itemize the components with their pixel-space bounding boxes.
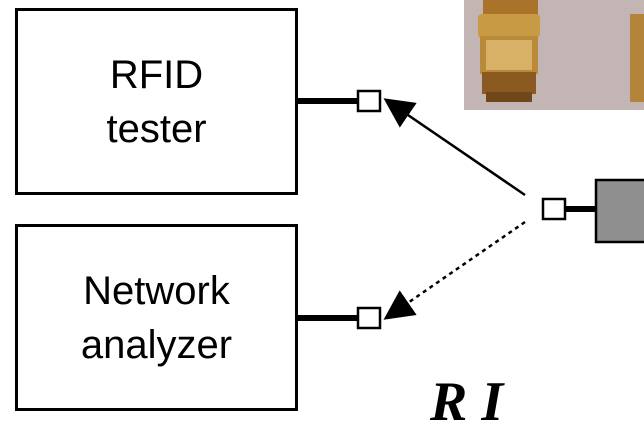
partial-math-label: R I bbox=[430, 371, 504, 433]
connector-right-icon bbox=[630, 14, 644, 102]
solid-arrow bbox=[383, 98, 526, 197]
network-analyzer-label-line2: analyzer bbox=[80, 322, 233, 367]
dotted-arrow bbox=[383, 220, 526, 320]
rfid-tester-label-line2: tester bbox=[106, 106, 207, 151]
network-analyzer-port-icon bbox=[356, 306, 382, 330]
network-analyzer-label-line1: Network bbox=[83, 268, 230, 313]
device-port-icon bbox=[541, 197, 567, 221]
network-analyzer-box: Network analyzer bbox=[15, 224, 298, 411]
connector-photo bbox=[464, 0, 644, 110]
rfid-tester-box: RFID tester bbox=[15, 8, 298, 195]
device-body bbox=[594, 178, 644, 244]
connector-left-icon bbox=[478, 0, 540, 102]
connection-diagram bbox=[298, 0, 644, 330]
rfid-tester-port-icon bbox=[356, 89, 382, 113]
rfid-tester-label-line1: RFID bbox=[109, 52, 204, 97]
